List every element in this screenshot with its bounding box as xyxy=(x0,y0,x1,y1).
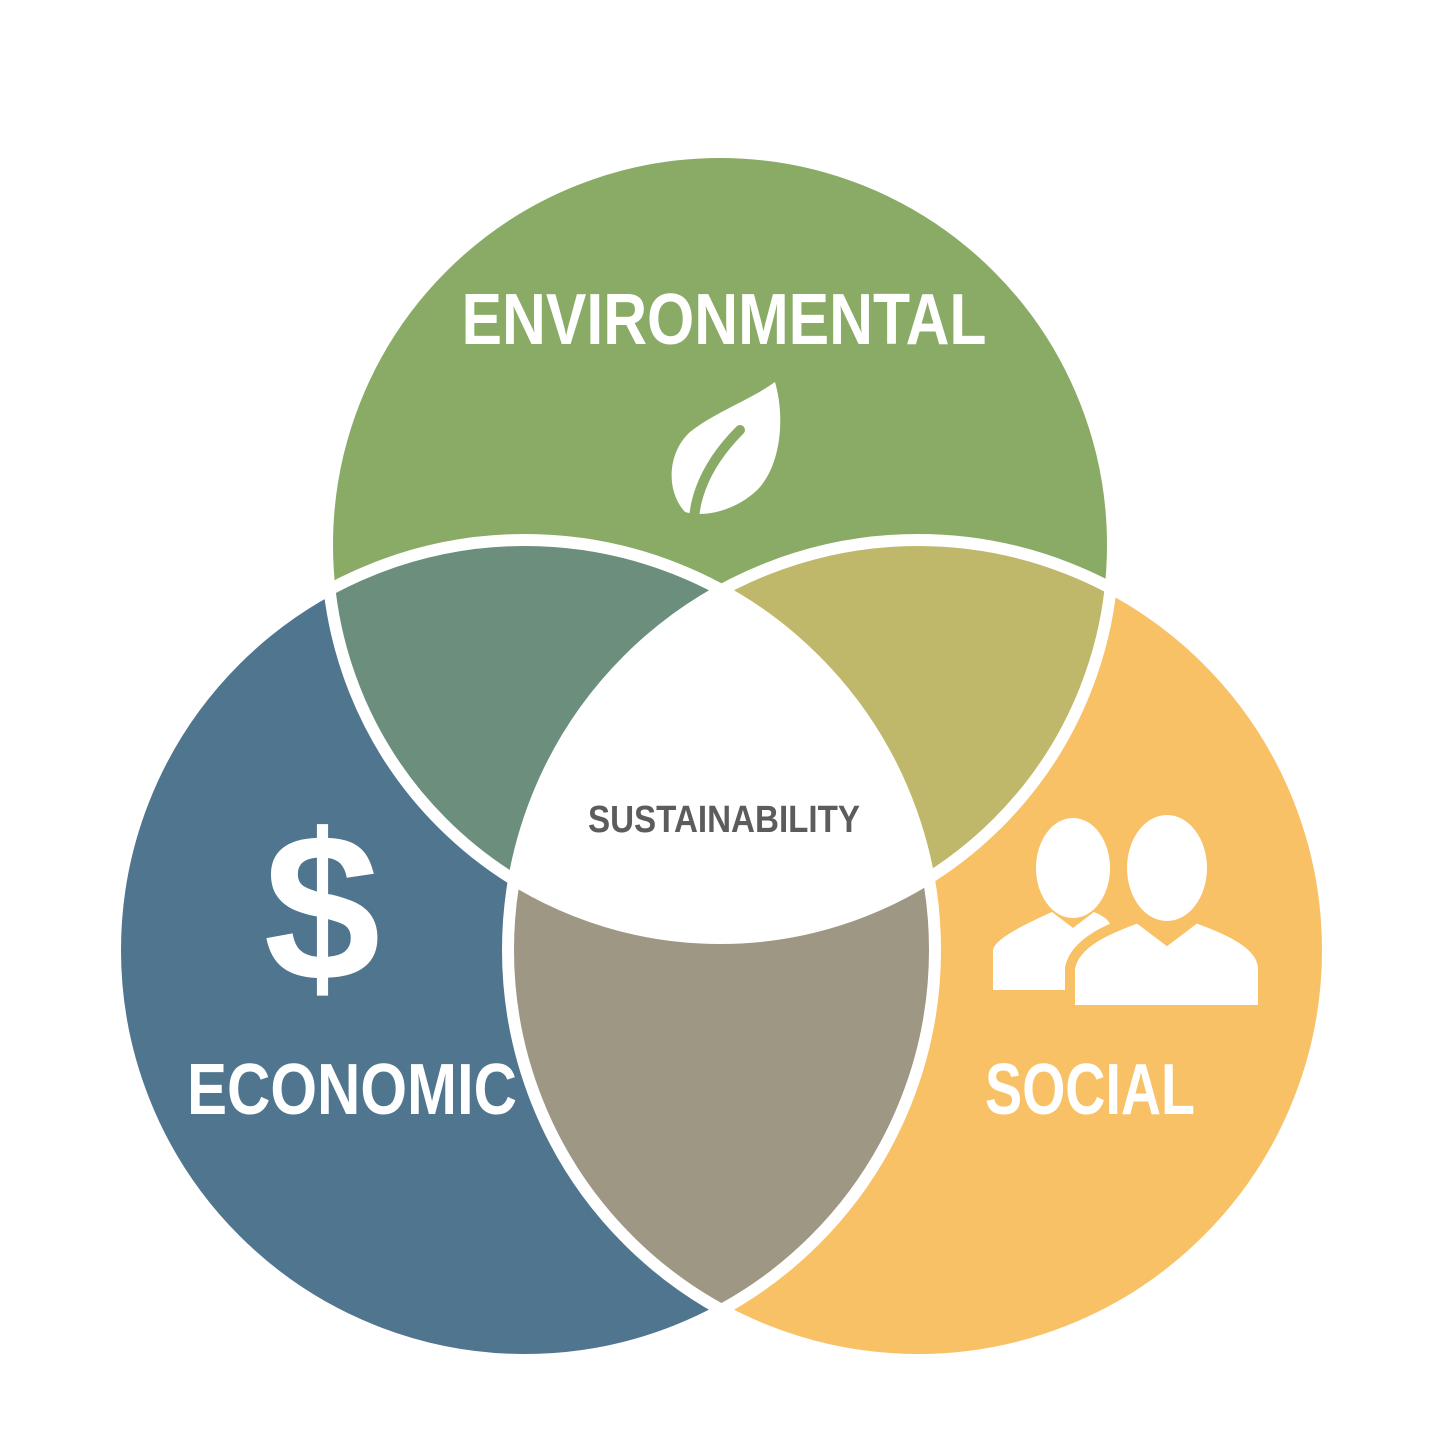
leaf-icon xyxy=(671,382,781,545)
outline-social xyxy=(502,534,1334,1366)
label-environmental: ENVIRONMENTAL xyxy=(462,280,987,360)
outline-economic xyxy=(109,534,941,1366)
label-social: SOCIAL xyxy=(985,1050,1195,1130)
dollar-icon: $ xyxy=(264,790,381,1025)
people-icon xyxy=(993,805,1268,1015)
label-economic: ECONOMIC xyxy=(187,1050,517,1130)
overlap-center xyxy=(508,540,935,938)
outline-environmental xyxy=(321,146,1119,944)
label-sustainability: SUSTAINABILITY xyxy=(588,799,860,841)
